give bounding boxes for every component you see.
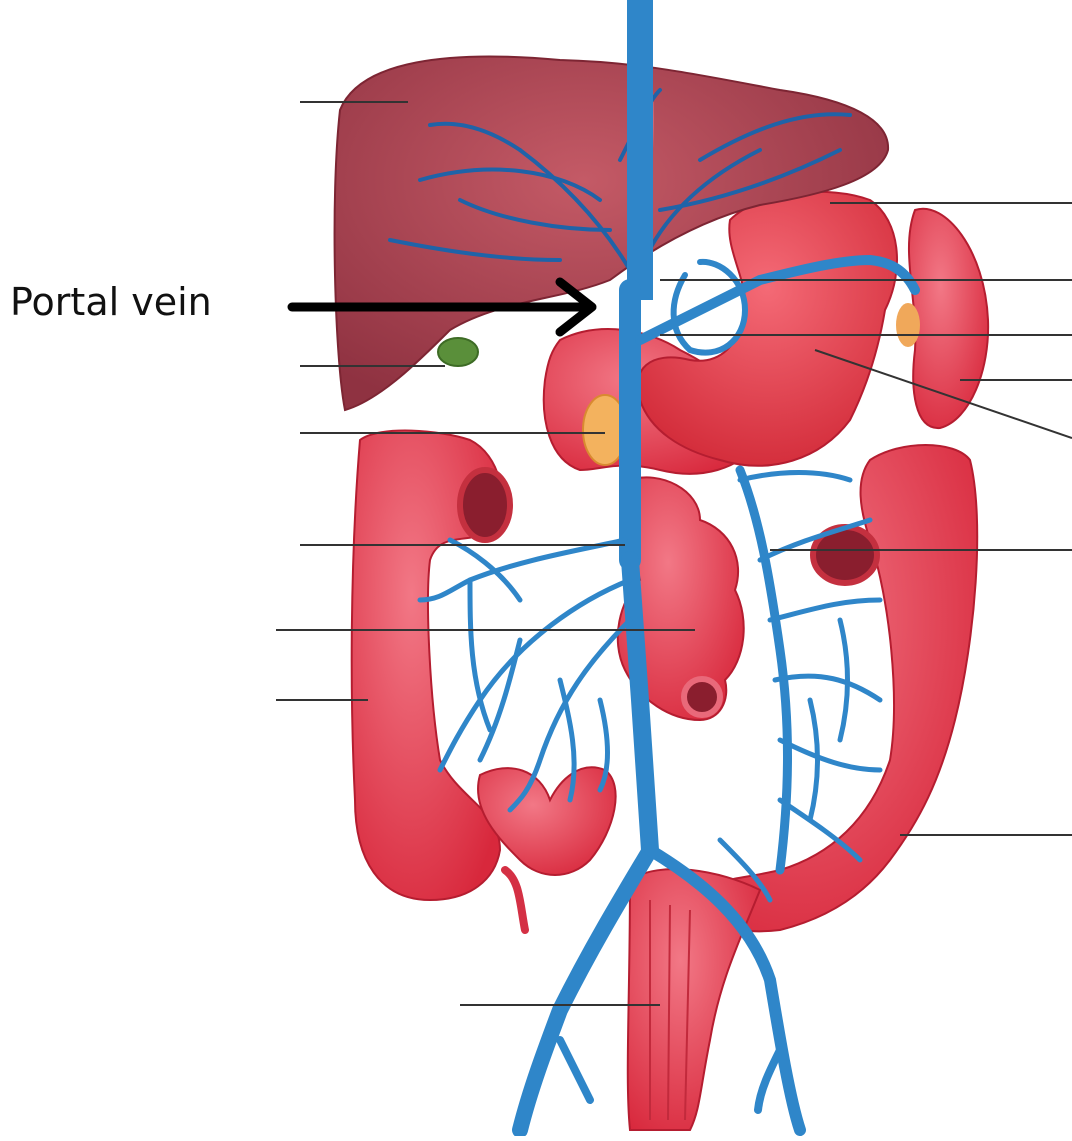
gallbladder	[438, 338, 478, 366]
inferior-mesenteric-vein	[740, 470, 788, 870]
transverse-colon-cut-left	[460, 470, 510, 540]
rectum	[628, 869, 760, 1130]
jejunum-cut	[684, 679, 720, 715]
portal-vein-label: Portal vein	[10, 280, 212, 324]
appendix	[505, 870, 525, 930]
splenic-fat	[896, 303, 920, 347]
